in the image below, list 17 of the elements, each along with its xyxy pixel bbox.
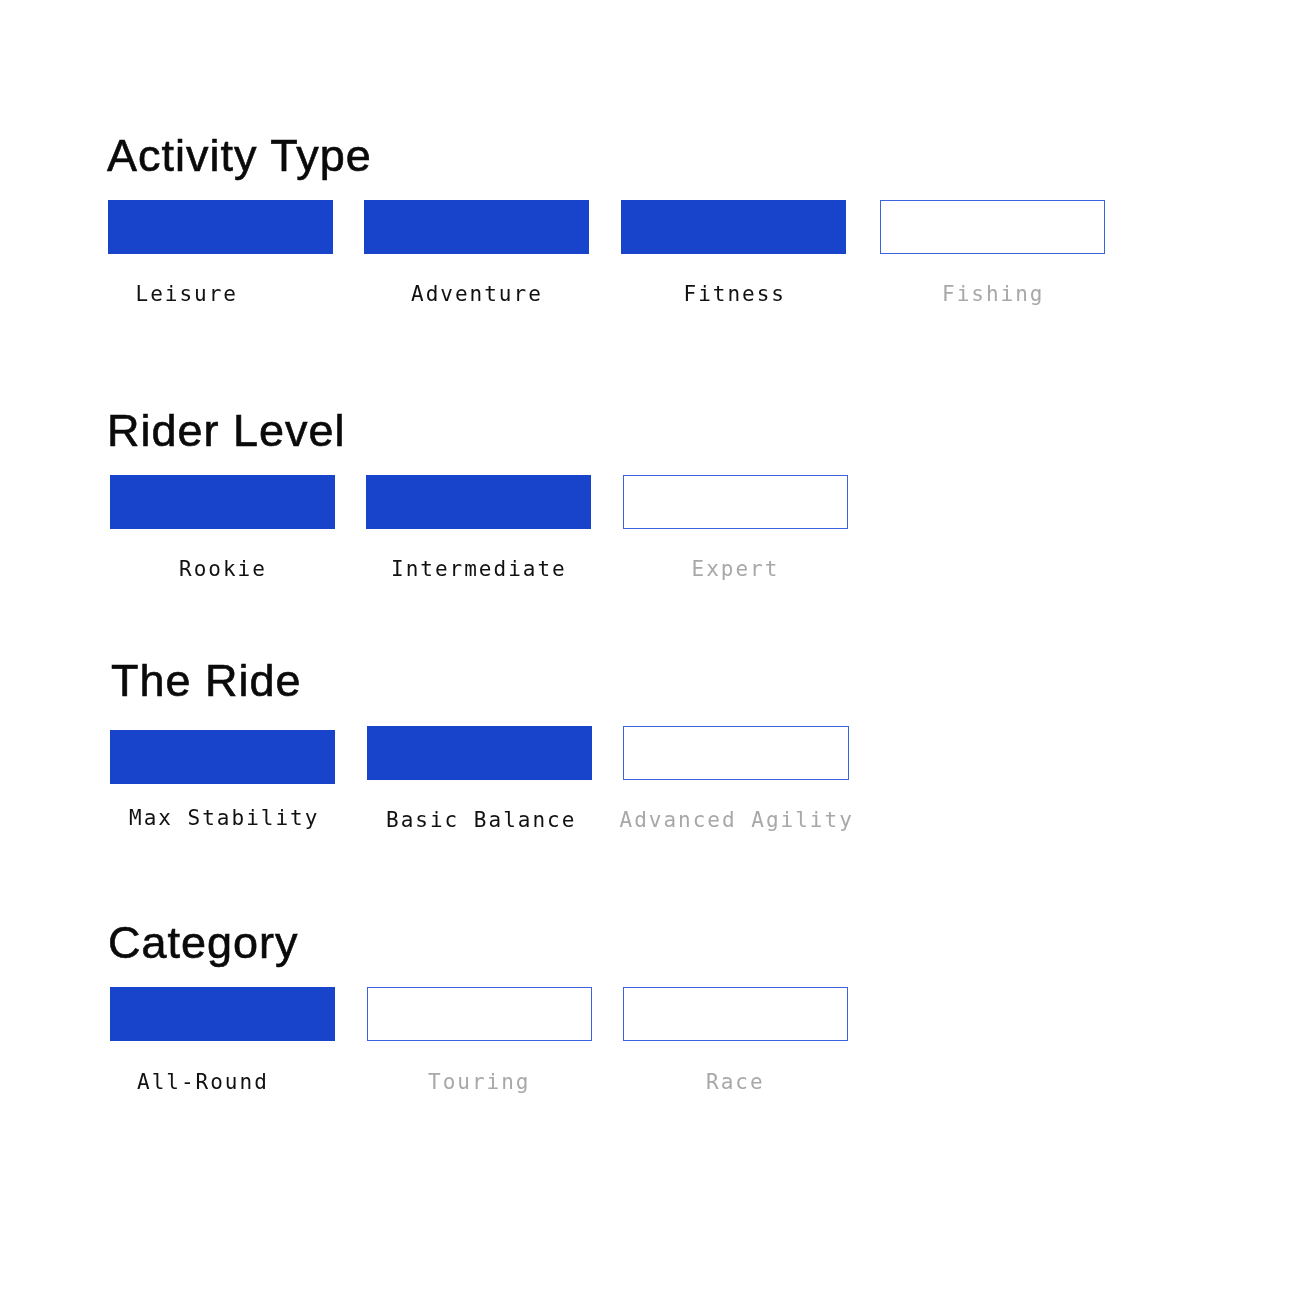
option-label: Touring <box>428 1068 531 1095</box>
option-label: Max Stability <box>129 805 320 831</box>
option-label: Leisure <box>135 281 238 307</box>
option-label: Rookie <box>179 556 267 582</box>
option-label: All-Round <box>137 1069 269 1095</box>
option-label: Intermediate <box>391 556 567 582</box>
option-label: Advanced Agility <box>619 806 854 833</box>
section-heading: The Ride <box>111 655 302 707</box>
section-heading: Activity Type <box>107 130 372 182</box>
option-label: Basic Balance <box>386 807 577 833</box>
option-label: Expert <box>691 555 780 582</box>
option-label: Fitness <box>683 281 786 307</box>
option-label: Fishing <box>942 280 1045 307</box>
option-label: Adventure <box>411 281 543 307</box>
section-heading: Category <box>108 917 299 969</box>
option-label: Race <box>706 1068 765 1095</box>
section-heading: Rider Level <box>107 405 346 457</box>
